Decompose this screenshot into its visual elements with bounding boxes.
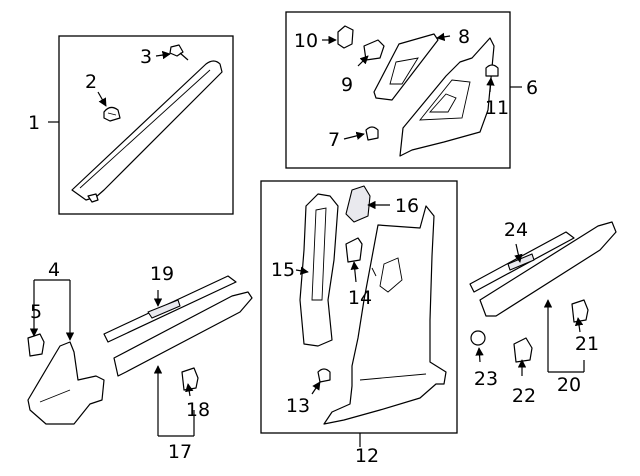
callout-3: 3 [140,46,152,68]
callout-6: 6 [526,77,538,99]
callout-1: 1 [28,112,40,134]
clip-11 [485,64,499,77]
callout-labels: 1 2 3 4 5 6 7 8 9 10 11 12 13 14 15 16 1… [28,26,599,467]
callout-24: 24 [504,219,528,241]
screw-3 [169,44,189,61]
seat-belt-guide-15 [299,193,339,347]
clip-13 [317,368,331,383]
callout-15: 15 [271,259,295,281]
clip-10 [337,25,354,49]
clip-21 [571,299,589,323]
nut-23 [470,330,486,346]
clip-14 [345,237,363,263]
callout-2: 2 [85,71,97,93]
callout-7: 7 [328,129,340,151]
callout-12: 12 [355,445,379,467]
callout-13: 13 [286,395,310,417]
callout-14: 14 [348,287,372,309]
callout-8: 8 [458,26,470,48]
clip-16 [345,185,371,223]
clip-7 [365,126,379,141]
rear-scuff-plate [469,221,617,317]
callout-22: 22 [512,385,536,407]
callout-9: 9 [341,74,353,96]
callout-23: 23 [474,368,498,390]
front-scuff-plate [103,275,253,377]
a-pillar-trim [71,60,223,203]
garnish-8 [373,33,439,101]
callout-19: 19 [150,263,174,285]
kick-panel-4 [27,341,105,425]
callout-21: 21 [575,333,599,355]
callout-18: 18 [186,399,210,421]
clip-18 [181,367,199,391]
b-pillar-lower-trim [323,205,447,425]
leader-lines [29,32,585,447]
callout-17: 17 [168,441,192,463]
callout-11: 11 [485,97,509,119]
callout-16: 16 [395,195,419,217]
callout-20: 20 [557,374,581,396]
clip-5 [27,333,45,357]
clip-22 [513,337,533,363]
clip-2 [103,106,121,122]
callout-10: 10 [294,30,318,52]
group-box-12 [260,180,458,434]
callout-5: 5 [30,301,42,323]
group-box-6 [285,11,511,169]
callout-4: 4 [48,259,60,281]
group-box-1 [58,35,234,215]
